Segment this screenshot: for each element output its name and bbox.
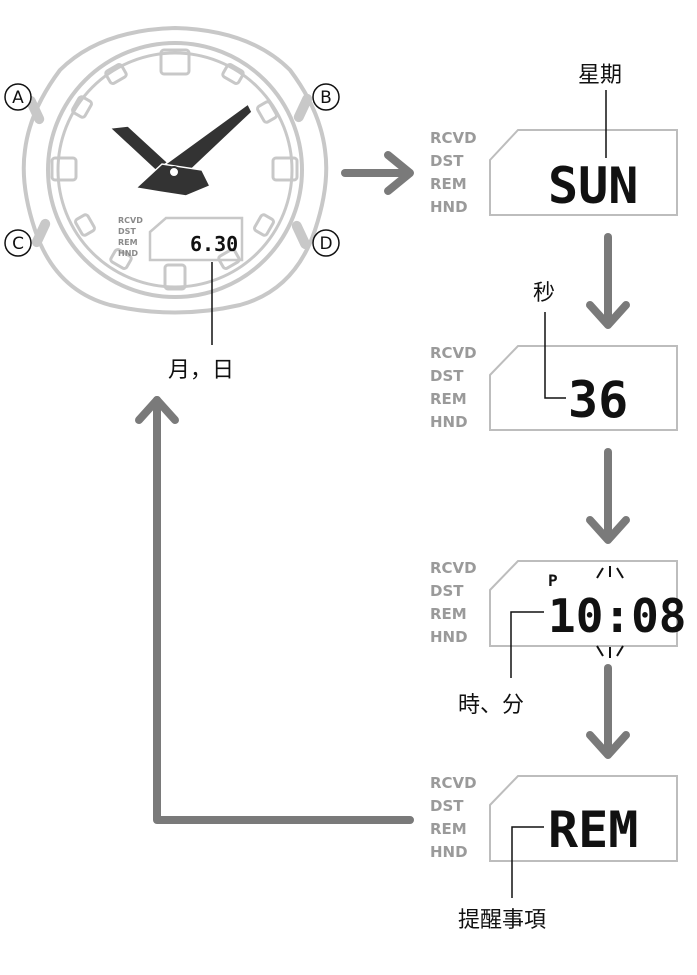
indicator-rem: REM (430, 390, 467, 408)
indicator-dst: DST (430, 582, 464, 600)
hand-counterweight (134, 163, 212, 197)
indicator-rcvd: RCVD (430, 344, 477, 362)
screen-seconds: RCVD DST REM HND 36 秒 (430, 281, 678, 431)
indicator-rem: REM (430, 605, 467, 623)
seconds-leader (544, 312, 566, 399)
reminder-caption: 提醒事項 (458, 908, 546, 933)
reminder-leader (511, 826, 544, 898)
arrow-return-to-date (135, 396, 414, 824)
arrow-to-day-screen (341, 151, 414, 195)
watch-indicator-rcvd: RCVD (118, 216, 143, 225)
watch-illustration: RCVD DST REM HND 6.30 A B C D 月，日 (4, 25, 340, 383)
watch-mini-lcd-frame (148, 216, 244, 262)
lcd-frame (489, 345, 678, 431)
day-caption: 星期 (578, 63, 622, 88)
lcd-time-value: 10:08 (548, 589, 686, 643)
lcd-frame (489, 560, 678, 647)
button-d-pusher[interactable] (290, 219, 312, 250)
watch-date-caption: 月，日 (168, 358, 234, 383)
button-b-label: B (312, 83, 340, 111)
button-c-pusher[interactable] (30, 217, 52, 248)
lcd-frame (489, 129, 678, 216)
lcd-day-value: SUN (548, 157, 638, 215)
svg-text:C: C (12, 234, 24, 254)
indicator-rcvd: RCVD (430, 774, 477, 792)
svg-text:A: A (12, 88, 24, 108)
indicator-dst: DST (430, 797, 464, 815)
watch-indicator-rem: REM (118, 238, 138, 247)
svg-text:B: B (320, 88, 332, 108)
arrow-to-seconds-screen (586, 233, 630, 329)
button-c-label: C (4, 229, 32, 257)
pm-marker: P (548, 571, 558, 590)
screen-time: RCVD DST REM HND P 10:08 時、分 (430, 559, 686, 718)
indicator-hnd: HND (430, 198, 468, 216)
indicator-dst: DST (430, 152, 464, 170)
button-a-label: A (4, 83, 32, 111)
watch-dial (56, 51, 294, 289)
flow-arrows (135, 151, 630, 824)
indicator-rcvd: RCVD (430, 129, 477, 147)
watch-indicator-hnd: HND (118, 249, 138, 258)
hour-markers (50, 48, 299, 291)
indicator-hnd: HND (430, 628, 468, 646)
time-caption: 時、分 (458, 693, 524, 718)
seconds-caption: 秒 (533, 281, 555, 306)
screen-reminder: RCVD DST REM HND REM 提醒事項 (430, 774, 678, 933)
watch-case (21, 25, 329, 315)
indicator-rcvd: RCVD (430, 559, 477, 577)
indicator-hnd: HND (430, 413, 468, 431)
svg-text:D: D (319, 234, 332, 254)
blink-rays (596, 566, 624, 658)
watch-mini-lcd-value: 6.30 (190, 232, 238, 256)
indicator-rem: REM (430, 175, 467, 193)
watch-bezel (46, 41, 304, 299)
indicator-rem: REM (430, 820, 467, 838)
indicator-dst: DST (430, 367, 464, 385)
hand-pivot (168, 166, 180, 178)
button-b-pusher[interactable] (292, 92, 314, 123)
lcd-reminder-value: REM (548, 801, 638, 859)
indicator-hnd: HND (430, 843, 468, 861)
arrow-to-time-screen (586, 448, 630, 544)
screen-day-of-week: RCVD DST REM HND SUN 星期 (430, 63, 678, 216)
time-leader (510, 611, 544, 678)
watch-indicator-dst: DST (118, 227, 136, 236)
arrow-to-reminder-screen (586, 664, 630, 759)
lcd-frame (489, 775, 678, 862)
button-d-label: D (312, 229, 340, 257)
lcd-seconds-value: 36 (568, 371, 628, 429)
